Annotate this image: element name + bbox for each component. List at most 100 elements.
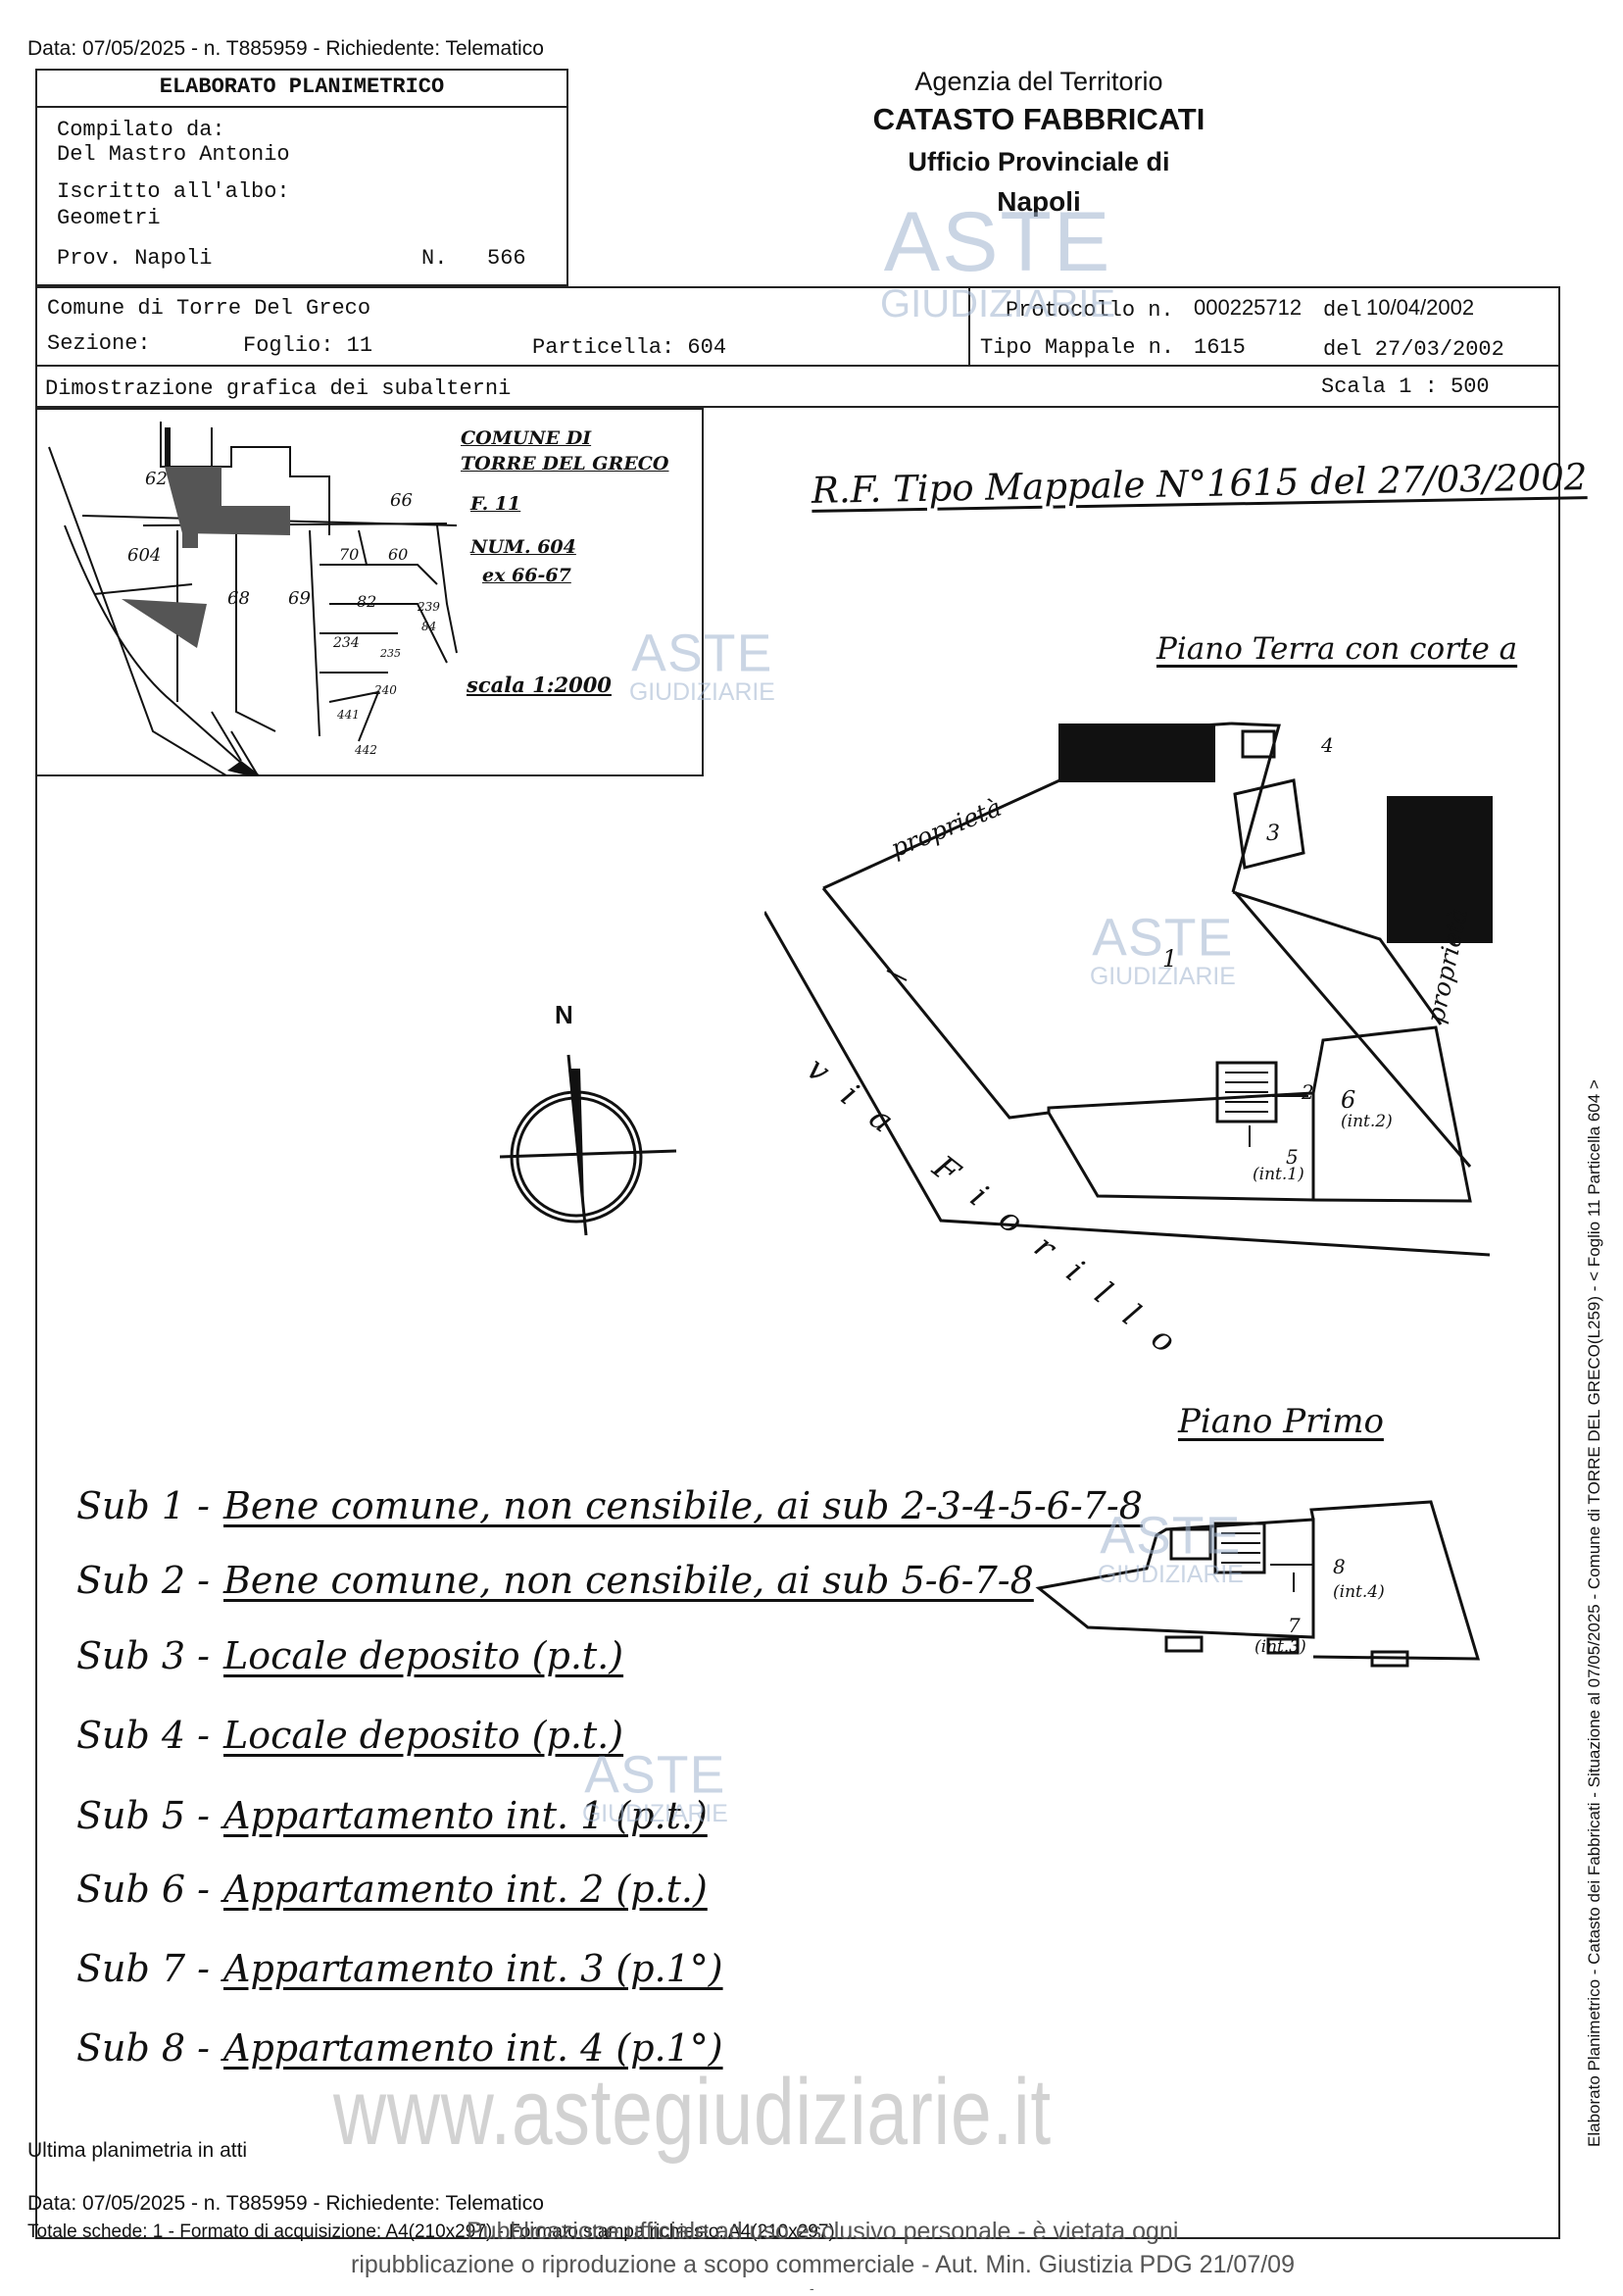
footer-totale: Totale schede: 1 - Formato di acquisizio…: [27, 2221, 835, 2242]
parcel-66: 66: [390, 490, 413, 511]
sub-row-6: Sub 6 -Appartamento int. 2 (p.t.): [76, 1868, 708, 1911]
sub-label: Sub 5 -: [76, 1794, 211, 1837]
parcel-240: 240: [374, 683, 397, 697]
sub-row-7: Sub 7 -Appartamento int. 3 (p.1°): [76, 1947, 723, 1990]
label-sub-6: 6: [1341, 1086, 1356, 1114]
sub-row-8: Sub 8 - Appartamento int. 4 (p.1°): [76, 2026, 723, 2070]
sub-label: Sub 7 -: [76, 1947, 211, 1990]
protocollo-label: Protocollo n.: [1006, 298, 1174, 323]
dimostrazione: Dimostrazione grafica dei subalterni: [45, 376, 512, 401]
info-box: [35, 286, 1560, 408]
label-sub-5-int: (int.1): [1253, 1165, 1304, 1184]
label-sub-3: 3: [1266, 822, 1280, 846]
inset-title-2: TORRE DEL GRECO: [461, 453, 669, 474]
sezione: Sezione:: [47, 331, 151, 356]
sub-label: Sub 8 -: [76, 2026, 211, 2070]
particella: Particella: 604: [532, 335, 727, 360]
inset-title-3: F. 11: [470, 493, 521, 515]
parcel-60: 60: [388, 545, 409, 564]
label-sub-5: 5: [1286, 1145, 1299, 1169]
inset-title-5: ex 66-67: [482, 565, 571, 586]
sub-row-3: Sub 3 -Locale deposito (p.t.): [76, 1634, 623, 1677]
label-sub-7: 7: [1288, 1614, 1301, 1637]
tipo-value: 1615: [1194, 335, 1246, 360]
parcel-68: 68: [227, 588, 250, 609]
compilato-box: [35, 69, 568, 286]
iscritto-label: Iscritto all'albo:: [57, 179, 290, 204]
parcel-69: 69: [288, 588, 311, 609]
protocollo-date: 10/04/2002: [1366, 295, 1475, 320]
north-label: N: [555, 1000, 573, 1029]
frame-left: [35, 408, 37, 2237]
footer-pubblicazione: Pubblicazione ufficiale ad uso esclusivo…: [467, 2218, 1179, 2245]
tipo-label: Tipo Mappale n.: [980, 335, 1175, 360]
parcel-84: 84: [421, 620, 437, 633]
label-sub-2: 2: [1302, 1080, 1314, 1104]
agency-line-2: CATASTO FABBRICATI: [872, 102, 1205, 136]
frame-bottom: [35, 2237, 1560, 2239]
rf-title: R.F. Tipo Mappale N°1615 del 27/03/2002: [811, 456, 1588, 512]
label-sub-8-int: (int.4): [1333, 1582, 1385, 1602]
parcel-235: 235: [380, 647, 401, 660]
compilato-label: Compilato da:: [57, 118, 225, 142]
sub-desc: Locale deposito (p.t.): [223, 1714, 624, 1757]
sub-label: Sub 2 -: [76, 1559, 211, 1602]
protocollo-value: 000225712: [1194, 295, 1303, 320]
side-text: Elaborato Planimetrico - Catasto dei Fab…: [1585, 1079, 1603, 2147]
parcel-442: 442: [355, 743, 377, 757]
sub-label: Sub 1 -: [76, 1484, 211, 1527]
parcel-234: 234: [333, 635, 360, 651]
frame-right: [1558, 408, 1560, 2237]
parcel-70: 70: [339, 545, 360, 564]
first-floor-plan: [1035, 1500, 1481, 1668]
label-sub-1: 1: [1162, 945, 1178, 973]
prov-label: Prov. Napoli: [57, 246, 213, 271]
sub-desc: Bene comune, non censibile, ai sub 5-6-7…: [223, 1559, 1034, 1602]
scala: Scala 1 : 500: [1321, 374, 1490, 399]
agency-line-1: Agenzia del Territorio: [914, 67, 1163, 96]
sub-row-1: Sub 1 - Bene comune, non censibile, ai su…: [76, 1484, 1143, 1527]
cadastral-map-drawing: [48, 422, 458, 775]
map-inset: [35, 408, 704, 776]
sub-desc: Appartamento int. 2 (p.t.): [223, 1868, 708, 1911]
sub-desc: Appartamento int. 1 (p.t.): [223, 1794, 708, 1837]
n-label: N.: [421, 246, 448, 271]
footer-ripubblicazione: ripubblicazione o riproduzione a scopo c…: [351, 2251, 1295, 2278]
label-sub-8: 8: [1333, 1555, 1346, 1578]
foglio: Foglio: 11: [243, 333, 373, 358]
north-arrow-icon: [500, 1054, 677, 1236]
iscritto-value: Geometri: [57, 206, 161, 230]
label-sub-7-int: (int.3): [1254, 1637, 1306, 1657]
footer-data: Data: 07/05/2025 - n. T885959 - Richiede…: [27, 2192, 544, 2215]
ultima-planimetria: Ultima planimetria in atti: [27, 2139, 248, 2162]
label-sub-6-int: (int.2): [1341, 1112, 1393, 1131]
parcel-82: 82: [357, 592, 377, 611]
ground-floor-plan: [764, 722, 1493, 1257]
sub-desc: Appartamento int. 4 (p.1°): [223, 2026, 723, 2070]
parcel-62: 62: [145, 469, 168, 489]
piano-terra-title: Piano Terra con corte a: [1156, 631, 1518, 667]
sub-row-2: Sub 2 - Bene comune, non censibile, ai su…: [76, 1559, 1034, 1602]
protocollo-date-label: del: [1323, 298, 1362, 323]
sub-label: Sub 4 -: [76, 1714, 211, 1757]
n-value: 566: [487, 246, 526, 271]
compilato-name: Del Mastro Antonio: [57, 142, 290, 167]
sub-row-5: Sub 5 - Appartamento int. 1 (p.t.): [76, 1794, 708, 1837]
parcel-239: 239: [418, 600, 440, 614]
agency-line-4: Napoli: [997, 186, 1081, 217]
sub-row-4: Sub 4 - Locale deposito (p.t.): [76, 1714, 623, 1757]
sub-desc: Bene comune, non censibile, ai sub 2-3-4…: [223, 1484, 1143, 1527]
inset-scale: scala 1:2000: [467, 673, 612, 697]
sub-desc: Locale deposito (p.t.): [223, 1634, 624, 1677]
inset-title-4: NUM. 604: [470, 536, 576, 558]
inset-title-1: COMUNE DI: [461, 427, 592, 449]
piano-primo-title: Piano Primo: [1178, 1402, 1384, 1441]
comune: Comune di Torre Del Greco: [47, 296, 371, 321]
parcel-441: 441: [337, 708, 360, 722]
watermark-url: www.astegiudiziarie.it: [333, 2060, 1052, 2165]
tipo-date: del 27/03/2002: [1323, 337, 1504, 362]
